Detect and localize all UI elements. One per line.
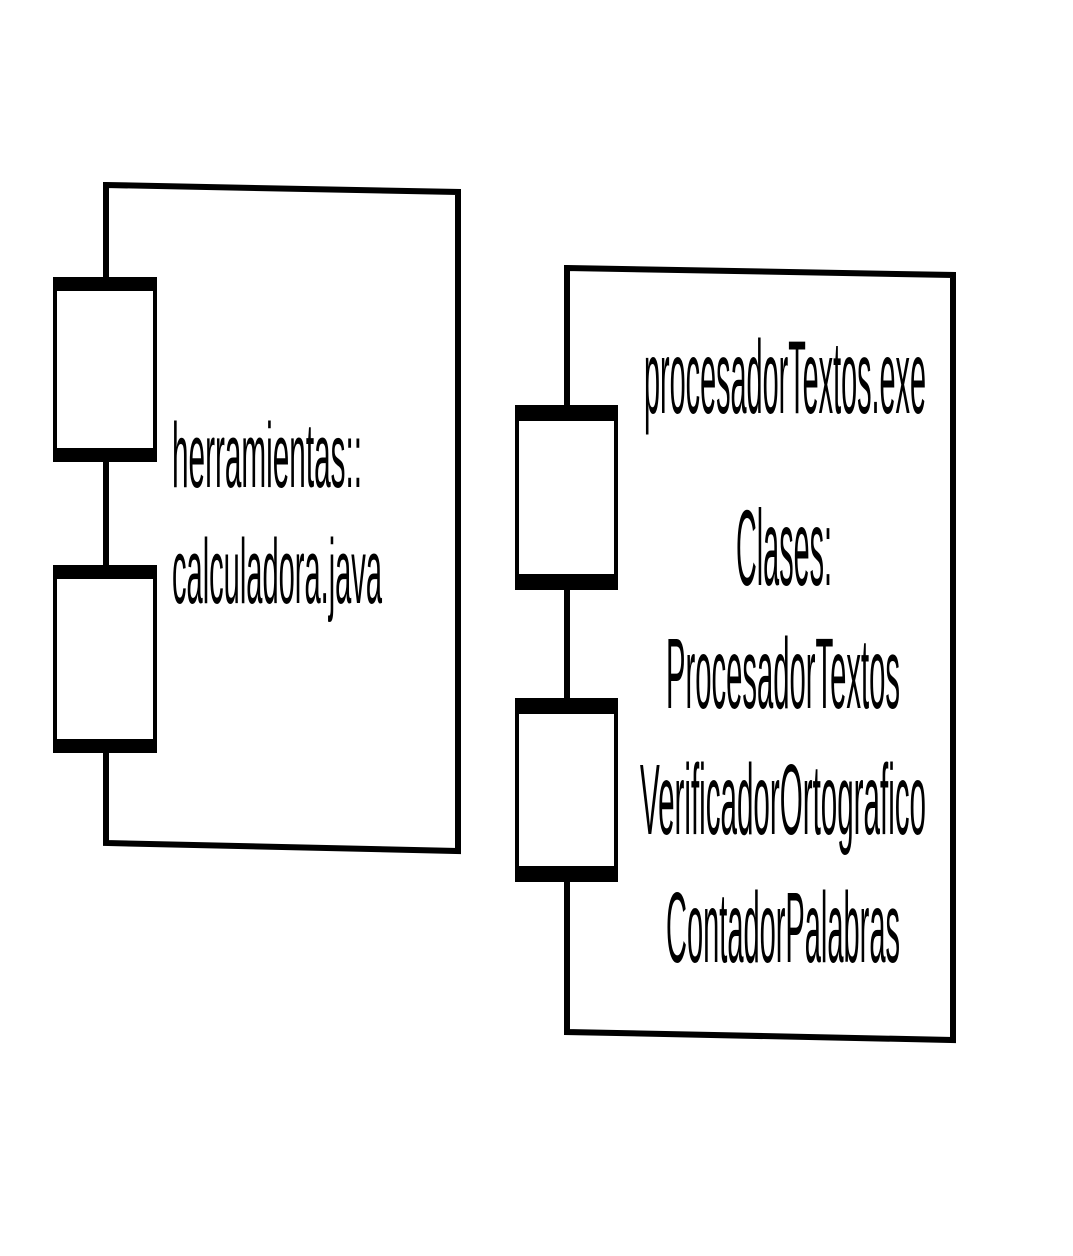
component-name-line: calculadora.java xyxy=(172,521,382,623)
class-name: VerificadorOrtografico xyxy=(640,744,926,856)
class-name: ProcesadorTextos xyxy=(666,618,900,730)
classes-heading: Clases: xyxy=(736,487,832,608)
component-name-line: herramientas:: xyxy=(172,405,362,507)
class-name: ContadorPalabras xyxy=(666,872,900,984)
component-artifact-name: procesadorTextos.exe xyxy=(644,320,926,436)
